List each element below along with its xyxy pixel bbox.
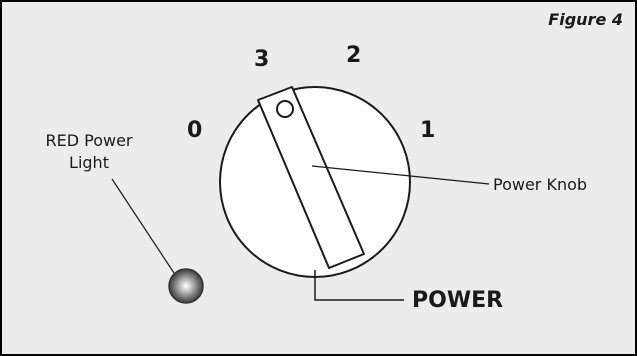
figure-caption: Figure 4 xyxy=(548,10,623,29)
light-leader-line xyxy=(111,178,175,274)
knob-indicator-dot xyxy=(276,100,294,118)
dial-mark-3: 3 xyxy=(254,47,270,72)
dial-mark-1: 1 xyxy=(420,118,436,143)
dial-mark-2: 2 xyxy=(346,43,362,68)
red-power-light-label: RED Power Light xyxy=(30,130,148,174)
knob-leader-line xyxy=(311,165,490,185)
red-power-light-label-line1: RED Power xyxy=(45,131,133,150)
red-power-light-label-line2: Light xyxy=(69,153,109,172)
power-leader-line xyxy=(314,270,404,301)
power-knob-label: Power Knob xyxy=(493,175,588,194)
knob-grip xyxy=(257,86,365,269)
red-power-light xyxy=(168,268,204,304)
power-label: POWER xyxy=(412,288,504,313)
dial-mark-0: 0 xyxy=(187,118,203,143)
